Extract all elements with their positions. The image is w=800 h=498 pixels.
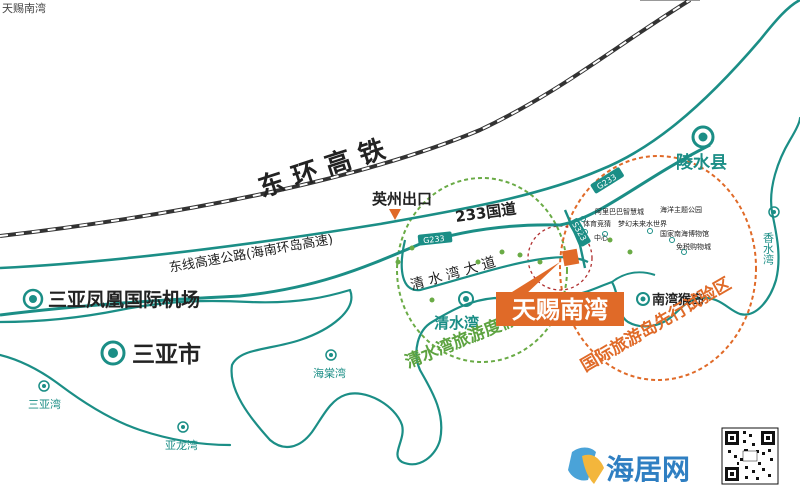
g233-badge-shape-2 <box>590 167 624 194</box>
poi-sports-2: 中心 <box>594 233 608 242</box>
tree-markers <box>395 237 633 303</box>
coast-island <box>611 271 656 283</box>
qingshuiwan-avenue-label: 清 水 湾 大 道 <box>408 253 497 294</box>
sanya-bay-label: 三亚湾 <box>28 397 61 411</box>
s323-badge-shape <box>568 218 591 247</box>
poi-alibaba: 阿里巴巴智慧城 <box>595 207 644 216</box>
railway-ties <box>0 0 691 237</box>
lingshui-marker <box>691 125 715 149</box>
xiangshui-bay-marker <box>768 206 780 218</box>
expressway-line <box>0 0 800 270</box>
haitang-bay-marker <box>325 349 337 361</box>
airport-marker <box>22 288 44 310</box>
g233-badge-shape <box>417 231 453 246</box>
national-road-233 <box>0 143 711 317</box>
brand-logo-text: 海居网 <box>606 453 690 486</box>
project-pointer-arrow <box>512 262 560 296</box>
railway-label: 东 环 高 铁 <box>255 134 389 204</box>
pilot-zone-circle <box>559 155 757 381</box>
poi-markers <box>580 216 687 255</box>
expressway-label: 东线高速公路(海南环岛高速) <box>168 231 334 276</box>
poi-dream: 梦幻未来水世界 <box>618 219 667 228</box>
poi-dutyfree: 免税购物城 <box>676 242 711 251</box>
nanwan-island-label: 南湾猴岛 <box>652 292 704 308</box>
qingshuiwan-resort-circle <box>396 177 568 363</box>
poi-sports: 体育竞猜 <box>583 219 611 228</box>
xiangshui-bay-label: 香水湾 <box>762 232 775 266</box>
sanya-city-marker <box>100 340 126 366</box>
yingzhou-exit-marker <box>389 209 401 220</box>
corner-title: 天赐南湾 <box>2 1 46 15</box>
haitang-bay-label: 海棠湾 <box>313 366 346 380</box>
lingshui-label: 陵水县 <box>676 152 727 173</box>
project-name: 天赐南湾 <box>512 296 608 324</box>
g233-badge: G233 <box>423 234 445 245</box>
national-road-label: 233国道 <box>454 200 517 226</box>
coastline <box>0 116 800 466</box>
qingshuiwan-marker <box>458 291 474 307</box>
coast-west <box>0 353 232 447</box>
qr-code <box>721 427 779 485</box>
sanya-bay-marker <box>38 380 50 392</box>
poi-museum: 国家南海博物馆 <box>660 229 709 238</box>
sanya-city-label: 三亚市 <box>132 341 201 368</box>
yalong-bay-marker <box>177 421 189 433</box>
yalong-bay-label: 亚龙湾 <box>165 438 198 452</box>
project-badge <box>496 292 624 326</box>
nanwan-island-marker <box>636 292 650 306</box>
project-location-marker <box>561 248 580 267</box>
poi-ocean-park: 海洋主题公园 <box>660 205 702 214</box>
brand-logo: 海居网 <box>568 447 690 486</box>
yingzhou-exit-label: 英州出口 <box>372 190 432 208</box>
qingshuiwan-label: 清水湾 <box>434 314 479 332</box>
airport-label: 三亚凤凰国际机场 <box>48 289 200 311</box>
railway-line <box>0 0 692 238</box>
